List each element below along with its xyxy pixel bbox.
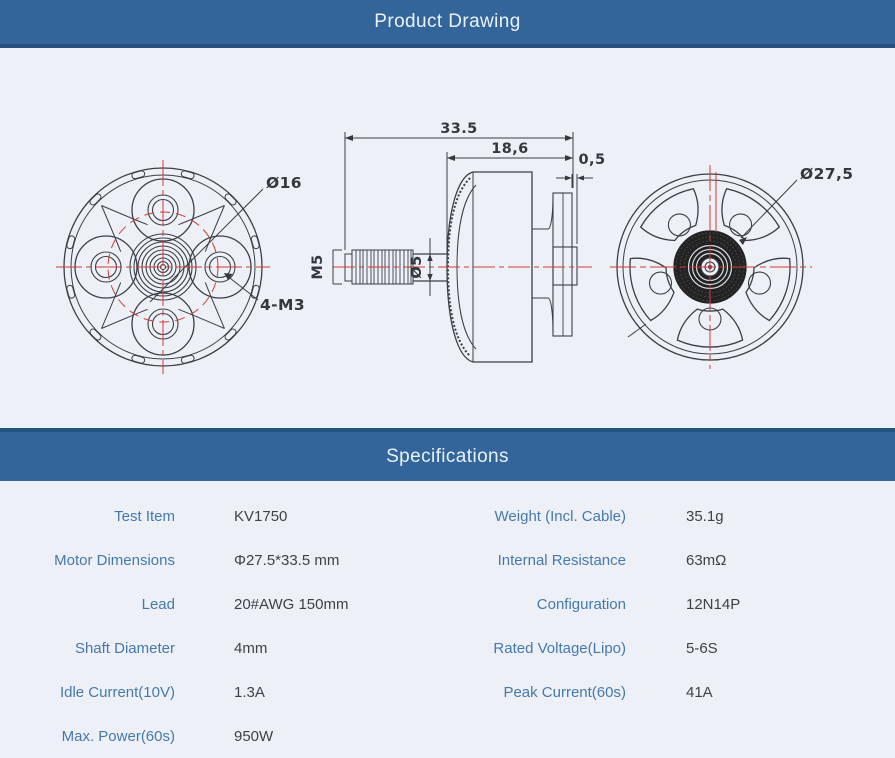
spec-value: 950W	[234, 727, 274, 745]
spec-row-lead: Lead 20#AWG 150mm Configuration 12N14P	[0, 582, 895, 626]
rear-view-centerlines	[610, 165, 812, 369]
dim-label-motor-diameter: Ø27,5	[800, 165, 853, 183]
page-title: Product Drawing	[374, 11, 521, 32]
spec-value: 41A	[686, 683, 713, 701]
spec-row-idle-current: Idle Current(10V) 1.3A Peak Current(60s)…	[0, 670, 895, 714]
product-drawing-section: 33.5 18,6 0,5 Ø5 M5 Ø16 4-M3 Ø27,5	[0, 48, 895, 428]
side-view	[332, 132, 593, 363]
spec-label: Peak Current(60s)	[503, 683, 626, 701]
spec-value: Φ27.5*33.5 mm	[234, 551, 340, 569]
spec-value: KV1750	[234, 507, 288, 525]
spec-label: Weight (Incl. Cable)	[494, 507, 626, 525]
spec-value: 5-6S	[686, 639, 718, 657]
dim-body	[446, 152, 573, 253]
dim-label-thread: M5	[310, 254, 326, 279]
spec-value: 4mm	[234, 639, 268, 657]
dim-thread	[332, 249, 342, 285]
spec-label: Test Item	[114, 507, 175, 525]
specifications-title: Specifications	[386, 445, 509, 467]
dim-overall	[344, 132, 574, 250]
spec-row-motor-dimensions: Motor Dimensions Φ27.5*33.5 mm Internal …	[0, 538, 895, 582]
dim-label-bolt-circle: Ø16	[266, 174, 302, 192]
spec-value: 35.1g	[686, 507, 724, 525]
spec-value: 12N14P	[686, 595, 741, 613]
dim-label-body-length: 18,6	[491, 141, 528, 157]
front-view	[56, 160, 270, 374]
spec-row-test-item: Test Item KV1750 Weight (Incl. Cable) 35…	[0, 494, 895, 538]
rear-view	[610, 165, 812, 369]
spec-row-shaft-diameter: Shaft Diameter 4mm Rated Voltage(Lipo) 5…	[0, 626, 895, 670]
dim-step	[556, 174, 593, 244]
spec-label: Motor Dimensions	[54, 551, 175, 569]
spec-label: Internal Resistance	[497, 551, 626, 569]
technical-drawing: 33.5 18,6 0,5 Ø5 M5 Ø16 4-M3 Ø27,5	[56, 121, 853, 374]
spec-row-max-power: Max. Power(60s) 950W	[0, 714, 895, 758]
specifications-header: Specifications	[0, 428, 895, 481]
dim-label-step: 0,5	[579, 152, 606, 168]
dim-label-mount-holes: 4-M3	[260, 296, 305, 314]
dim-label-shaft-diameter: Ø5	[409, 255, 425, 278]
dim-label-overall-length: 33.5	[440, 121, 477, 137]
spec-label: Max. Power(60s)	[61, 727, 175, 745]
spec-value: 1.3A	[234, 683, 265, 701]
spec-label: Idle Current(10V)	[59, 683, 175, 701]
dim-shaft	[427, 238, 433, 296]
spec-label: Lead	[141, 595, 175, 613]
spec-value: 63mΩ	[686, 551, 727, 569]
page-header: Product Drawing	[0, 0, 895, 48]
specifications-table: Test Item KV1750 Weight (Incl. Cable) 35…	[0, 481, 895, 758]
front-view-centerlines	[56, 160, 270, 374]
spec-label: Rated Voltage(Lipo)	[493, 639, 626, 657]
spec-value: 20#AWG 150mm	[234, 595, 349, 613]
spec-label: Configuration	[536, 595, 626, 613]
spec-label: Shaft Diameter	[74, 639, 175, 657]
